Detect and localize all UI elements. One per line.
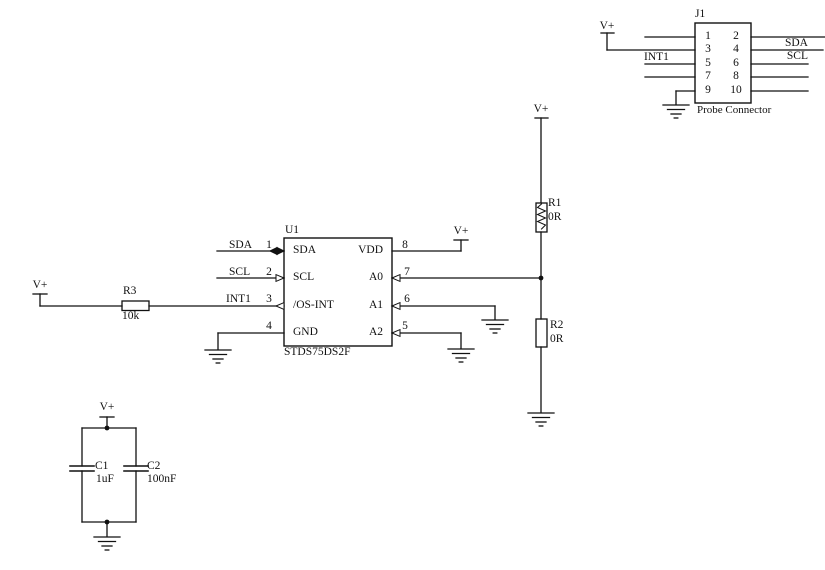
- j1-pin-number: 10: [730, 84, 742, 96]
- j1-pin-number: 7: [705, 70, 711, 82]
- u1-pin-label-a2: A2: [368, 326, 383, 338]
- j1-pin-number: 9: [705, 84, 711, 96]
- u1-part-number: STDS75DS2F: [284, 346, 351, 358]
- ground-symbol: [93, 536, 121, 551]
- power-net-label: V+: [453, 225, 469, 237]
- j1-pin-number: 1: [705, 30, 711, 42]
- power-net-label: V+: [599, 20, 615, 32]
- pin-arrow-output: [274, 301, 285, 311]
- c2-refdes: C2: [147, 460, 161, 472]
- pin-arrow-input: [275, 273, 286, 283]
- u1-pin-label-vdd: VDD: [358, 244, 383, 256]
- ground-symbol: [662, 104, 690, 119]
- r2-value: 0R: [550, 333, 564, 345]
- junction-dot: [104, 425, 110, 431]
- j1-refdes: J1: [695, 8, 706, 20]
- ground-symbol: [481, 319, 509, 334]
- net-label-sda: SDA: [229, 239, 253, 251]
- r2-refdes: R2: [550, 319, 564, 331]
- j1-pin-number: 6: [733, 57, 739, 69]
- u1-pin-number: 4: [266, 320, 272, 332]
- u1-pin-label-sda: SDA: [293, 244, 317, 256]
- net-label-int1: INT1: [644, 51, 669, 63]
- r1-refdes: R1: [548, 197, 562, 209]
- connector-body: [694, 22, 752, 104]
- resistor-r2: [535, 318, 548, 348]
- u1-pin-label-osint: /OS-INT: [293, 299, 334, 311]
- u1-pin-number: 3: [266, 293, 272, 305]
- ground-symbol: [527, 412, 555, 427]
- pin-arrow-bidirectional: [276, 246, 286, 256]
- u1-pin-label-a0: A0: [368, 271, 383, 283]
- net-label-sda: SDA: [784, 37, 808, 49]
- junction-dot: [538, 275, 544, 281]
- j1-pin-number: 4: [733, 43, 739, 55]
- power-net-label: V+: [32, 279, 48, 291]
- power-net-label: V+: [99, 401, 115, 413]
- pin-arrow-input: [390, 273, 401, 283]
- resistor-r1-zigzag: [536, 203, 547, 230]
- j1-connector: [600, 22, 825, 119]
- u1-pin-label-a1: A1: [368, 299, 383, 311]
- pin-arrow-input: [390, 328, 401, 338]
- net-label-scl: SCL: [786, 50, 808, 62]
- u1-refdes: U1: [285, 224, 300, 236]
- u1-pin-number: 6: [404, 293, 410, 305]
- r3-value: 10k: [122, 310, 140, 322]
- u1-pin-label-scl: SCL: [293, 271, 315, 283]
- u1-pin-number: 5: [402, 320, 408, 332]
- r3-refdes: R3: [123, 285, 137, 297]
- r1-r2-divider: [527, 117, 555, 427]
- j1-pin-number: 5: [705, 57, 711, 69]
- u1-pin-label-gnd: GND: [293, 326, 318, 338]
- ic-body: [283, 237, 393, 347]
- u1-pin-number: 8: [402, 239, 408, 251]
- c1-c2-decoupling: [69, 416, 149, 551]
- ground-symbol: [447, 348, 475, 363]
- j1-title: Probe Connector: [697, 104, 772, 116]
- j1-pin-number: 3: [705, 43, 711, 55]
- r1-value: 0R: [548, 211, 562, 223]
- net-label-scl: SCL: [229, 266, 251, 278]
- c2-value: 100nF: [147, 473, 177, 485]
- u1-ic: [32, 237, 542, 364]
- u1-pin-number: 1: [266, 239, 272, 251]
- j1-pin-number: 2: [733, 30, 739, 42]
- u1-pin-number: 7: [404, 266, 410, 278]
- c1-value: 1uF: [96, 473, 114, 485]
- c1-refdes: C1: [95, 460, 109, 472]
- pin-arrow-input: [390, 301, 401, 311]
- ground-symbol: [204, 349, 232, 364]
- u1-pin-number: 2: [266, 266, 272, 278]
- net-label-int1: INT1: [226, 293, 251, 305]
- power-net-label: V+: [533, 103, 549, 115]
- j1-pin-number: 8: [733, 70, 739, 82]
